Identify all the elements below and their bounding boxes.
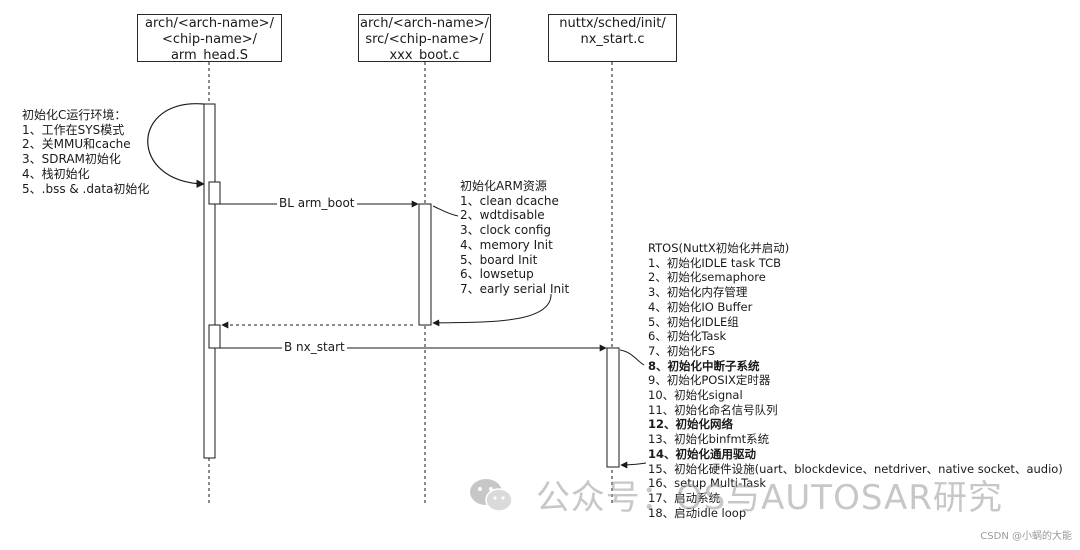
activation-xxx-boot <box>418 203 432 326</box>
watermark: 公众号：OS与AUTOSAR研究 <box>468 470 1003 524</box>
connector-arm-init-note <box>432 293 552 327</box>
note-init-arm-line: 4、memory Init <box>460 237 553 252</box>
note-init-arm: 初始化ARM资源 1、clean dcache 2、wdtdisable 3、c… <box>460 179 569 297</box>
note-rtos-line: 5、初始化IDLE组 <box>648 314 739 329</box>
participant-arm-head-line3: arm_head.S <box>170 48 249 63</box>
activation-arm-head-call1 <box>208 181 221 205</box>
participant-arm-head-line1: arch/<arch-name>/ <box>145 16 274 31</box>
note-rtos-line: 16、setup Multi-Task <box>648 476 766 491</box>
note-init-c-env-line: 5、.bss & .data初始化 <box>22 181 150 196</box>
participant-nx-start: nuttx/sched/init/ nx_start.c <box>548 14 677 62</box>
participant-nx-start-line2: nx_start.c <box>580 32 645 47</box>
connector-rtos-bottom <box>620 461 647 469</box>
activation-nx-start <box>606 347 620 468</box>
connector-rtos-top <box>619 349 645 366</box>
participant-xxx-boot-line3: xxx_boot.c <box>389 48 460 63</box>
participant-xxx-boot-line1: arch/<arch-name>/ <box>360 16 489 31</box>
note-rtos-line: RTOS(NuttX初始化并启动) <box>648 241 790 255</box>
note-rtos-line: 7、初始化FS <box>648 343 716 358</box>
note-rtos: RTOS(NuttX初始化并启动) 1、初始化IDLE task TCB 2、初… <box>648 241 1063 520</box>
participant-nx-start-line1: nuttx/sched/init/ <box>559 16 666 31</box>
note-init-c-env-line: 1、工作在SYS模式 <box>22 122 125 137</box>
note-rtos-line: 8、初始化中断子系统 <box>648 358 760 373</box>
message-b-nx-start: B nx_start <box>282 340 347 354</box>
note-init-c-env-line: 4、栈初始化 <box>22 166 90 181</box>
participant-arm-head-line2: <chip-name>/ <box>162 32 257 47</box>
note-init-arm-line: 初始化ARM资源 <box>460 179 547 193</box>
participant-xxx-boot-line2: src/<chip-name>/ <box>365 32 484 47</box>
participant-arm-head: arch/<arch-name>/ <chip-name>/ arm_head.… <box>137 14 282 63</box>
note-rtos-line: 15、初始化硬件设施(uart、blockdevice、netdriver、na… <box>648 461 1063 476</box>
note-rtos-line: 3、初始化内存管理 <box>648 285 748 300</box>
note-init-c-env-line: 初始化C运行环境： <box>22 108 127 122</box>
note-init-arm-line: 3、clock config <box>460 223 551 238</box>
note-rtos-line: 17、启动系统 <box>648 490 721 505</box>
watermark-credit: CSDN @小蜗的大能 <box>980 531 1072 542</box>
note-rtos-line: 12、初始化网络 <box>648 417 734 432</box>
note-rtos-line: 2、初始化semaphore <box>648 270 766 285</box>
self-loop-arc <box>147 103 205 188</box>
note-rtos-line: 11、初始化命名信号队列 <box>648 402 778 417</box>
note-rtos-line: 18、启动idle loop <box>648 505 747 520</box>
participant-xxx-boot: arch/<arch-name>/ src/<chip-name>/ xxx_b… <box>358 14 491 63</box>
note-rtos-line: 4、初始化IO Buffer <box>648 299 753 314</box>
note-init-arm-line: 2、wdtdisable <box>460 208 545 223</box>
note-init-arm-line: 7、early serial Init <box>460 281 570 296</box>
note-init-arm-line: 6、lowsetup <box>460 267 534 282</box>
note-rtos-line: 9、初始化POSIX定时器 <box>648 373 771 388</box>
note-init-arm-line: 5、board Init <box>460 252 538 267</box>
activation-arm-head-main <box>203 103 216 459</box>
note-rtos-line: 14、初始化通用驱动 <box>648 446 757 461</box>
watermark-text: 公众号：OS与AUTOSAR研究 <box>535 478 1003 518</box>
note-rtos-line: 13、初始化binfmt系统 <box>648 432 770 447</box>
note-rtos-line: 10、初始化signal <box>648 388 743 403</box>
note-rtos-line: 1、初始化IDLE task TCB <box>648 255 782 270</box>
wechat-icon <box>468 475 514 524</box>
connector-arm-init-wave <box>432 205 459 217</box>
message-bl-arm-boot: BL arm_boot <box>277 196 357 210</box>
note-init-c-env: 初始化C运行环境： 1、工作在SYS模式 2、关MMU和cache 3、SDRA… <box>22 108 149 196</box>
note-init-c-env-line: 3、SDRAM初始化 <box>22 152 121 167</box>
activation-arm-head-call2 <box>208 324 221 349</box>
note-rtos-line: 6、初始化Task <box>648 329 727 344</box>
note-init-arm-line: 1、clean dcache <box>460 193 559 208</box>
note-init-c-env-line: 2、关MMU和cache <box>22 137 131 152</box>
